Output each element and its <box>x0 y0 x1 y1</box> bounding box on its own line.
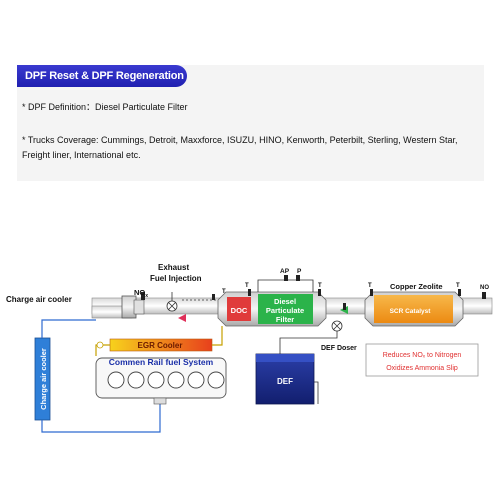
t-label-4: T <box>368 283 372 289</box>
egr-line-left <box>95 344 110 356</box>
egr-valve-icon <box>96 341 104 349</box>
dpf-label-2: Particulate <box>266 306 304 315</box>
nox-right-label: NO <box>480 285 489 291</box>
cooler-outlet-line <box>41 398 161 433</box>
def-tank <box>255 353 315 405</box>
scr-label: SCR Catalyst <box>390 308 432 315</box>
doc-block <box>227 297 251 321</box>
dpf-label-1: Diesel <box>274 297 296 306</box>
nox-label: NOx <box>134 288 148 299</box>
page-title: DPF Reset & DPF Regeneration <box>17 65 187 87</box>
cylinder-5 <box>187 371 205 389</box>
dpf-label-3: Filter <box>276 315 294 324</box>
temp-sensor-5 <box>370 289 373 296</box>
dpf-definition-text: * DPF Definition：Diesel Particulate Filt… <box>22 102 188 112</box>
charge-air-cooler-label: Charge air cooler <box>6 295 72 304</box>
turbo-flange <box>133 299 145 315</box>
dpf-block <box>258 294 313 324</box>
injector-tip-icon <box>178 314 186 322</box>
trucks-coverage-text: * Trucks Coverage: Cummings, Detroit, Ma… <box>22 135 458 160</box>
def-supply-line <box>279 331 338 354</box>
common-rail-label: Commen Rail fuel System <box>109 357 214 367</box>
t-label-2: T <box>245 283 249 289</box>
doser-cross <box>333 322 341 330</box>
engine-port <box>153 397 167 405</box>
scr-block <box>374 295 453 323</box>
note-line-1: Reduces NOₓ to Nitrogen <box>383 352 462 359</box>
p-sensor <box>296 275 300 281</box>
p-label: P <box>297 268 302 275</box>
nox-sensor-left <box>141 292 145 300</box>
ap-label: AP <box>280 268 290 275</box>
t-label-3: T <box>318 283 322 289</box>
ap-sensor <box>284 275 288 281</box>
egr-line-right <box>212 326 223 346</box>
fuel-injection-label: Fuel Injection <box>150 274 202 283</box>
temp-sensor-4 <box>343 303 346 310</box>
def-tank-top <box>256 354 314 362</box>
temp-sensor-3 <box>318 289 321 296</box>
egr-cooler-label: EGR Cooler <box>138 341 183 350</box>
temp-sensor-1 <box>212 294 215 300</box>
temp-sensor-2 <box>248 289 251 296</box>
valve-cross <box>168 302 176 310</box>
copper-zeolite-label: Copper Zeolite <box>390 282 443 291</box>
temp-sensor-6 <box>458 289 461 296</box>
charge-air-cooler-vertical-label: Charge air cooler <box>39 348 48 410</box>
cylinder-3 <box>147 371 165 389</box>
pressure-line <box>257 279 314 292</box>
t-label-5: T <box>456 283 460 289</box>
cylinder-6 <box>207 371 225 389</box>
nox-sensor-right <box>482 292 486 299</box>
def-tank-label: DEF <box>277 377 293 386</box>
cylinder-1 <box>107 371 125 389</box>
cooler-inlet-line <box>41 319 96 338</box>
doc-label: DOC <box>231 306 248 315</box>
note-box <box>365 343 479 377</box>
exhaust-label: Exhaust <box>158 263 189 272</box>
note-line-2: Oxidizes Ammonia Slip <box>386 365 458 372</box>
t-label-1: T <box>222 289 226 295</box>
def-doser-label: DEF Doser <box>321 345 357 352</box>
cylinder-4 <box>167 371 185 389</box>
cylinder-2 <box>127 371 145 389</box>
